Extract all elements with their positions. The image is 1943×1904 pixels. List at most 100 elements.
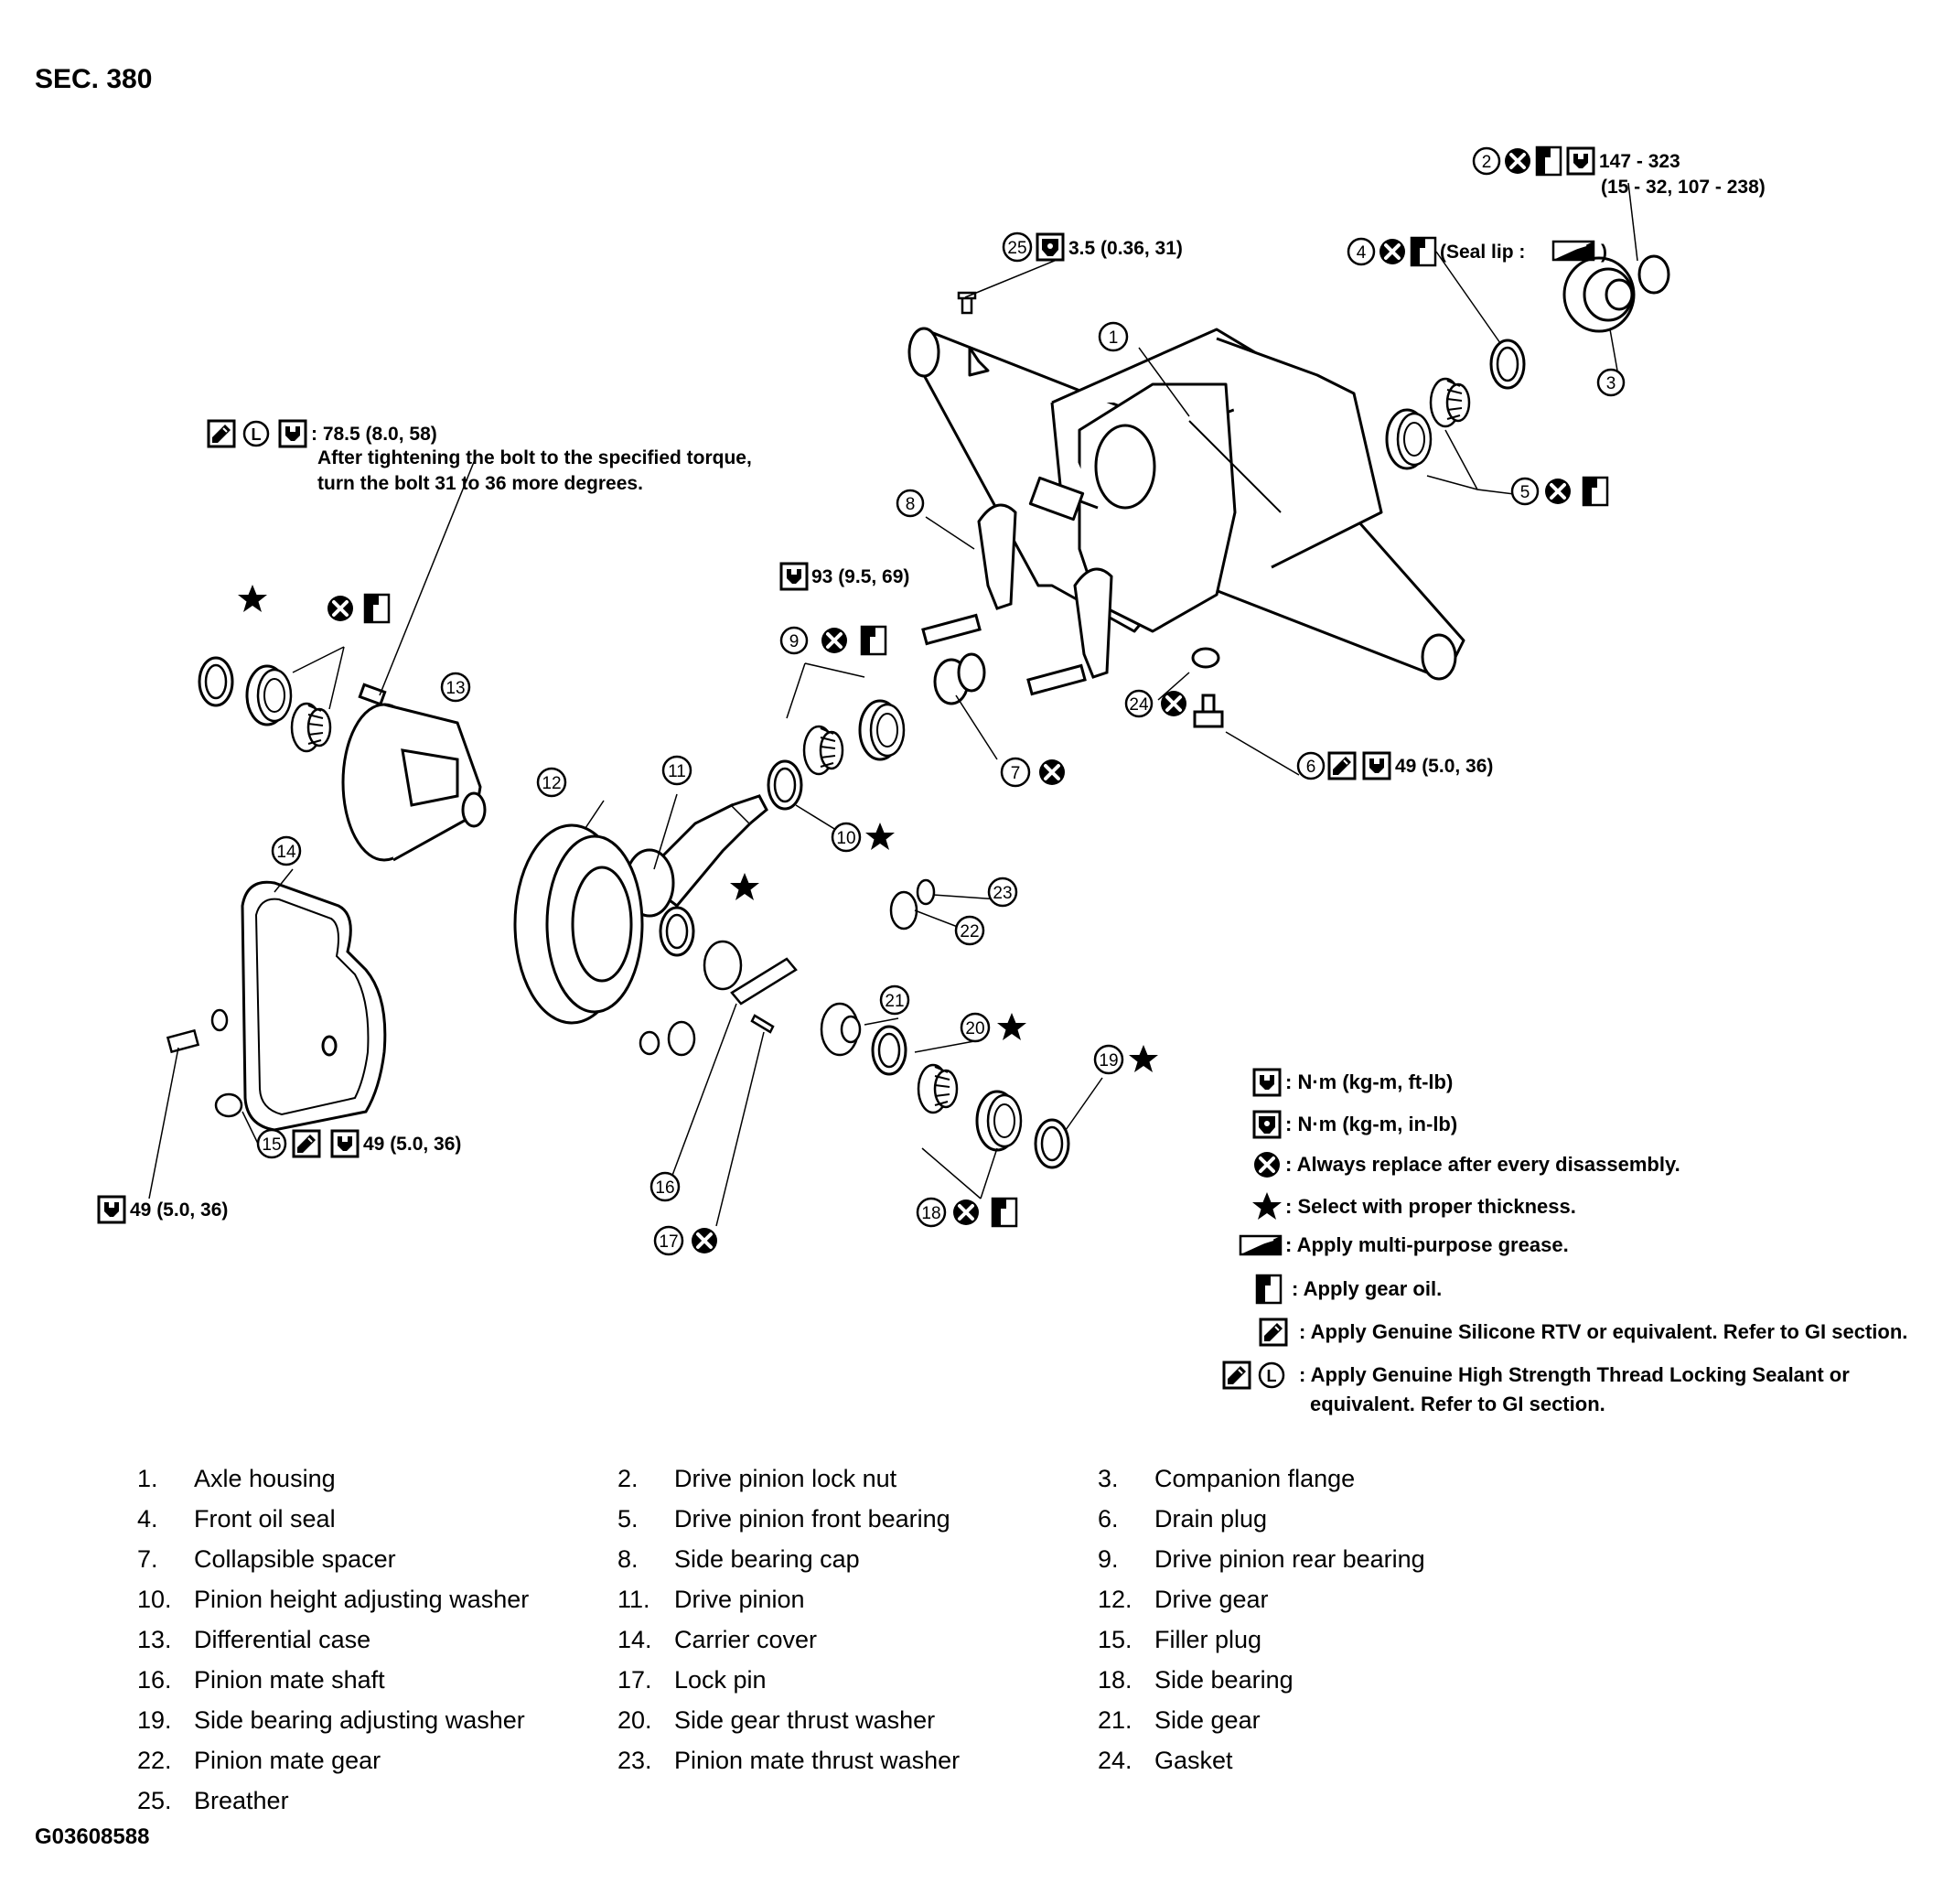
pinion-mate-gear	[639, 890, 918, 1057]
list-item: 22.Pinion mate gear	[137, 1746, 381, 1774]
list-item: 25.Breather	[137, 1786, 289, 1814]
lock-pin	[750, 1014, 775, 1034]
callout-11: 11	[661, 755, 692, 786]
svg-text:3: 3	[1606, 374, 1616, 393]
star-icon	[238, 585, 267, 612]
replace-x-icon	[1378, 237, 1407, 266]
side-bearing-cap	[921, 503, 1113, 696]
filler-plug	[214, 1092, 243, 1118]
replace-x-icon	[1037, 758, 1067, 787]
carrier-cover-bolt	[166, 1008, 229, 1054]
torque-wrench-icon	[1362, 751, 1391, 780]
gear-oil-icon	[860, 625, 887, 656]
drive-gear	[513, 823, 644, 1025]
legend-item-grease: : Apply multi-purpose grease.	[1239, 1233, 1569, 1256]
list-item: 13.Differential case	[137, 1625, 371, 1653]
callout-19: 19	[1093, 1044, 1158, 1075]
parts-row: 19.Side bearing adjusting washer 20.Side…	[137, 1700, 1784, 1740]
svg-text:23: 23	[993, 884, 1012, 903]
callout-15: 15 49 (5.0, 36)	[256, 1128, 461, 1159]
side-bearing-adjusting-washer	[1034, 1118, 1070, 1169]
svg-text:1: 1	[1109, 328, 1119, 348]
torque-wrench-icon	[97, 1195, 126, 1224]
svg-text:25: 25	[1007, 239, 1026, 258]
list-item: 2.Drive pinion lock nut	[617, 1464, 897, 1492]
parts-row: 13.Differential case 14.Carrier cover 15…	[137, 1619, 1784, 1660]
svg-text:: Apply gear oil.: : Apply gear oil.	[1292, 1277, 1442, 1300]
svg-text:equivalent. Refer to GI sectio: equivalent. Refer to GI section.	[1310, 1393, 1605, 1415]
svg-text:9: 9	[789, 632, 800, 651]
svg-text:14: 14	[276, 843, 296, 862]
svg-text:15: 15	[262, 1135, 281, 1155]
figure-id: G03608588	[35, 1824, 150, 1849]
svg-text:19: 19	[1099, 1051, 1118, 1070]
thread-locking-icon	[1258, 1361, 1285, 1389]
legend-item-silicone-rtv: : Apply Genuine Silicone RTV or equivale…	[1259, 1318, 1907, 1347]
grease-icon	[1551, 240, 1595, 262]
drive-pinion-rear-bearing	[802, 699, 906, 776]
torque-wrench-small-icon	[1252, 1110, 1282, 1139]
callout-3: 3	[1596, 368, 1626, 397]
parts-row: 10.Pinion height adjusting washer 11.Dri…	[137, 1579, 1784, 1619]
replace-x-icon	[1503, 146, 1532, 176]
drive-pinion-front-bearing	[1385, 377, 1471, 470]
svg-text:147 - 323: 147 - 323	[1599, 151, 1680, 172]
replace-x-icon	[326, 594, 355, 623]
replace-x-icon	[1159, 689, 1188, 718]
list-item: 16.Pinion mate shaft	[137, 1665, 385, 1694]
callout-12: 12	[536, 767, 567, 798]
legend-item-torque-inlb: : N·m (kg-m, in-lb)	[1252, 1110, 1457, 1139]
torque-wrench-icon	[330, 1129, 360, 1158]
gear-oil-icon	[1582, 476, 1609, 507]
callout-5: 5	[1510, 476, 1609, 507]
callout-4: 4 (Seal lip : )	[1347, 236, 1607, 267]
svg-text:11: 11	[668, 762, 686, 781]
gear-oil-icon	[991, 1197, 1018, 1228]
svg-text:After tightening the bolt to t: After tightening the bolt to the specifi…	[317, 447, 752, 468]
section-title: SEC. 380	[35, 64, 153, 94]
grease-icon	[1239, 1234, 1283, 1256]
svg-text:13: 13	[445, 679, 465, 698]
svg-text:: Apply Genuine Silicone RTV o: : Apply Genuine Silicone RTV or equivale…	[1299, 1320, 1907, 1343]
callout-25: 25 3.5 (0.36, 31)	[1002, 231, 1183, 263]
pinion-mate-shaft	[730, 957, 798, 1006]
replace-x-icon	[820, 626, 849, 655]
svg-text:: Apply multi-purpose grease.: : Apply multi-purpose grease.	[1285, 1233, 1569, 1256]
svg-text:8: 8	[906, 495, 916, 514]
svg-text:): )	[1601, 242, 1607, 263]
list-item: 18.Side bearing	[1098, 1665, 1294, 1694]
list-item: 23.Pinion mate thrust washer	[617, 1746, 961, 1774]
legend: : N·m (kg-m, ft-lb) : N·m (kg-m, in-lb) …	[1222, 1068, 1907, 1415]
legend-item-select-thickness: : Select with proper thickness.	[1252, 1192, 1576, 1220]
callout-6: 6 49 (5.0, 36)	[1296, 751, 1493, 780]
leader-lines	[148, 182, 1638, 1227]
callout-13-note: : 78.5 (8.0, 58) After tightening the bo…	[207, 419, 752, 494]
callout-1: 1	[1098, 321, 1129, 352]
svg-text:6: 6	[1306, 758, 1316, 777]
parts-row: 1.Axle housing 2.Drive pinion lock nut 3…	[137, 1458, 1784, 1499]
side-gear-thrust-washer-left	[659, 906, 695, 957]
callout-7: 7	[1000, 757, 1067, 788]
star-icon	[730, 873, 759, 900]
svg-text:: N·m (kg-m, ft-lb): : N·m (kg-m, ft-lb)	[1285, 1070, 1453, 1093]
callout-14: 14	[271, 835, 302, 866]
callout-18: 18	[916, 1197, 1018, 1228]
svg-text:18: 18	[921, 1204, 940, 1223]
list-item: 4.Front oil seal	[137, 1504, 336, 1533]
gear-oil-icon	[363, 593, 391, 624]
svg-text:7: 7	[1011, 764, 1021, 783]
list-item: 8.Side bearing cap	[617, 1544, 860, 1573]
list-item: 3.Companion flange	[1098, 1464, 1356, 1492]
replace-x-icon	[690, 1226, 719, 1255]
companion-flange	[1562, 254, 1670, 333]
list-item: 1.Axle housing	[137, 1464, 336, 1492]
gear-oil-icon	[1410, 236, 1437, 267]
svg-text:49 (5.0, 36): 49 (5.0, 36)	[363, 1134, 461, 1155]
list-item: 17.Lock pin	[617, 1665, 767, 1694]
list-item: 5.Drive pinion front bearing	[617, 1504, 950, 1533]
legend-item-torque-ftlb: : N·m (kg-m, ft-lb)	[1252, 1068, 1453, 1097]
side-bearing-left	[198, 656, 332, 753]
list-item: 19.Side bearing adjusting washer	[137, 1705, 525, 1734]
svg-text:5: 5	[1520, 483, 1530, 502]
breather	[957, 291, 977, 315]
